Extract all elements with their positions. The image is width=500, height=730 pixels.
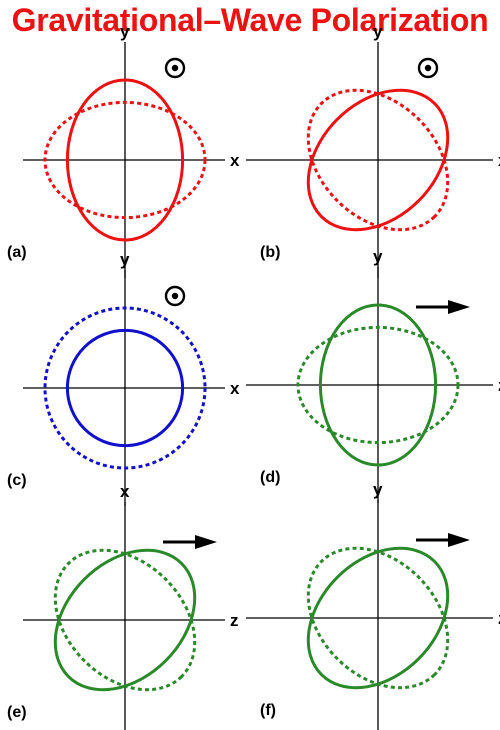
axis-label-x: x: [230, 379, 240, 398]
panel-label: (b): [260, 244, 280, 261]
axis-label-y: y: [373, 22, 383, 41]
arrow-right-icon: [416, 300, 470, 314]
solid-ellipse: [53, 548, 197, 692]
panel-b: x y (b): [246, 22, 500, 278]
page-title: Gravitational–Wave Polarization: [11, 2, 489, 38]
icon-dot: [171, 64, 179, 72]
solid-circle: [65, 328, 185, 448]
axis-label-y: y: [120, 22, 130, 41]
solid-ellipse: [306, 88, 450, 232]
axis-label-y: y: [373, 480, 383, 499]
panel-a: x y (a): [7, 22, 240, 278]
axis-label-z: z: [498, 376, 500, 395]
axis-label-x: x: [120, 482, 130, 501]
arrow-right-icon: [163, 535, 217, 549]
dashed-ellipse: [53, 548, 197, 692]
icon-dot: [424, 64, 432, 72]
dot-in-circle-icon: [417, 57, 439, 79]
icon-ring: [164, 285, 186, 307]
axis-label-z: z: [230, 611, 239, 630]
panel-label: (f): [260, 702, 276, 719]
arrow-head: [448, 300, 470, 314]
panel-label: (d): [260, 469, 280, 486]
panel-label: (a): [7, 244, 27, 261]
axis-label-y: y: [120, 250, 130, 269]
panel-e: z x (e): [7, 482, 239, 730]
dashed-ellipse: [306, 546, 450, 690]
solid-ellipse: [65, 78, 185, 242]
axis-label-x: x: [498, 151, 500, 170]
icon-dot: [171, 292, 179, 300]
arrow-right-icon: [416, 533, 470, 547]
dashed-ellipse: [306, 88, 450, 232]
dot-in-circle-icon: [164, 285, 186, 307]
panel-c: x y (c): [7, 250, 240, 506]
icon-ring: [164, 57, 186, 79]
arrow-head: [195, 535, 217, 549]
solid-ellipse: [318, 303, 438, 467]
axis-label-z: z: [498, 609, 500, 628]
dashed-ellipse: [296, 325, 460, 445]
solid-ellipse: [306, 546, 450, 690]
icon-ring: [417, 57, 439, 79]
axis-label-y: y: [373, 247, 383, 266]
panel-label: (e): [7, 704, 27, 721]
axis-label-x: x: [230, 151, 240, 170]
dashed-circle: [43, 306, 207, 470]
panel-f: z y (f): [246, 480, 500, 730]
dashed-ellipse: [43, 100, 207, 220]
arrow-head: [448, 533, 470, 547]
panel-d: z y (d): [246, 247, 500, 503]
panel-label: (c): [7, 472, 27, 489]
dot-in-circle-icon: [164, 57, 186, 79]
